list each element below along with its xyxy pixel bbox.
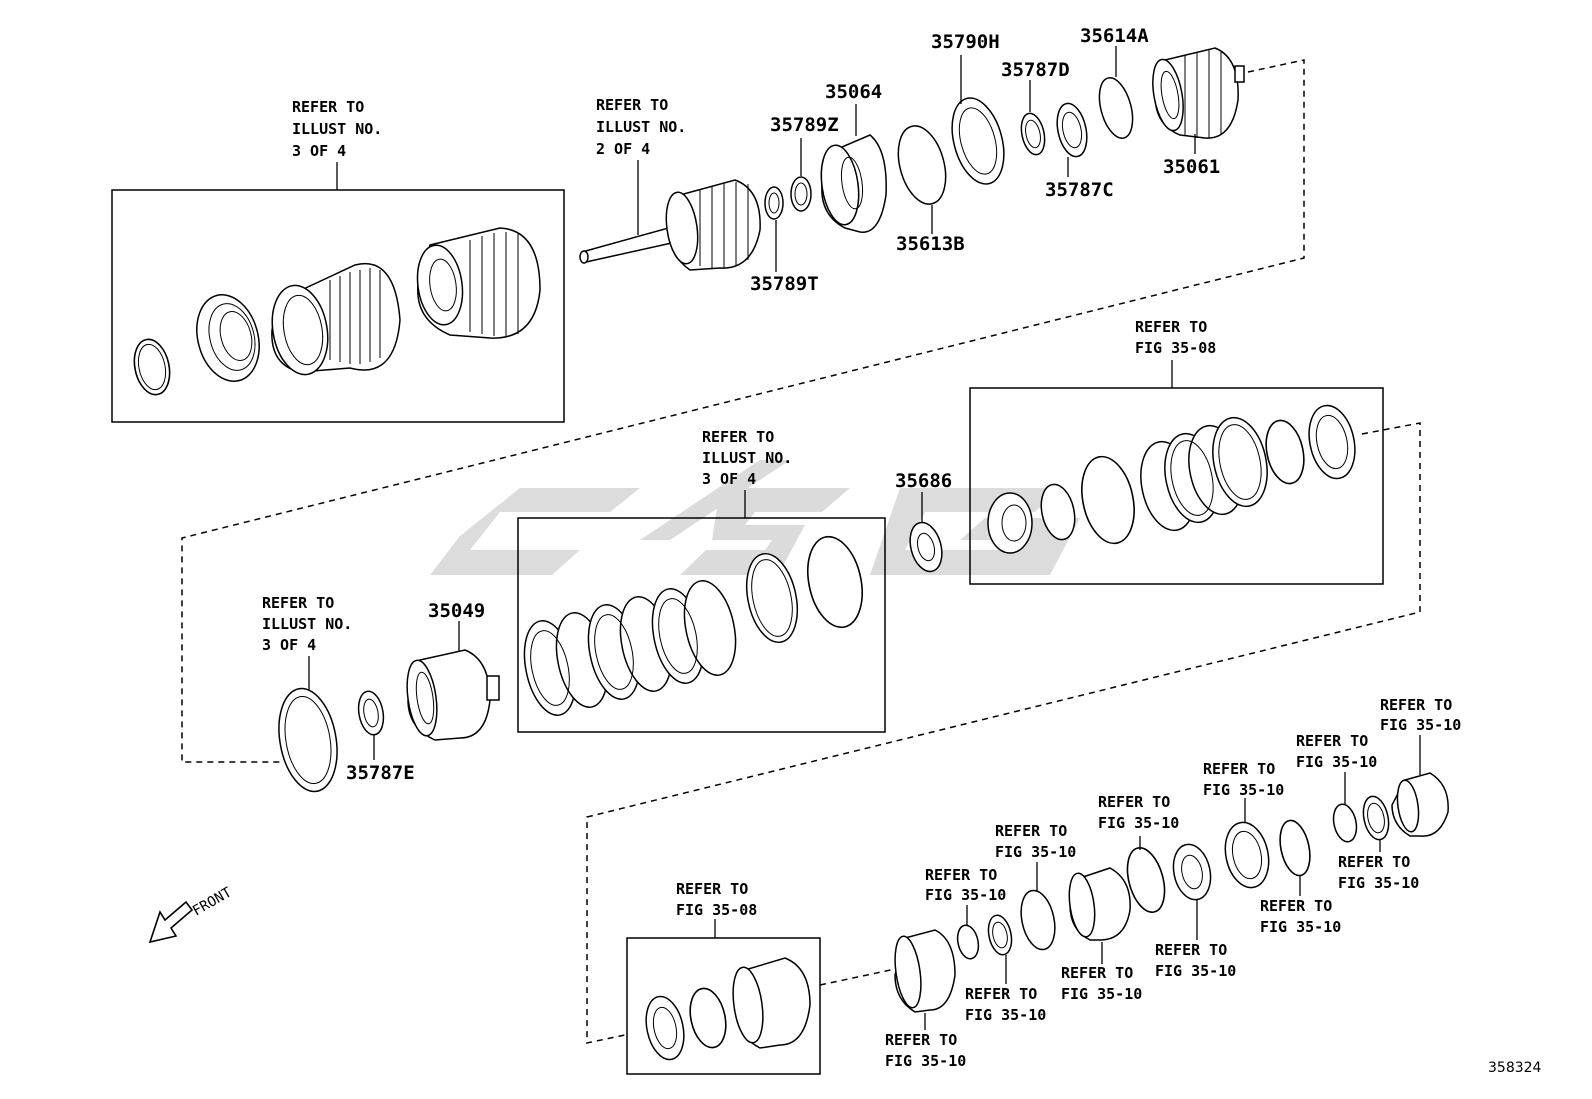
ref-label-line1: REFER TO	[1061, 964, 1133, 982]
washer-35789t	[764, 186, 784, 220]
rear-drum-part	[416, 227, 541, 339]
part-number-35686: 35686	[895, 470, 952, 492]
ref-label-line1: REFER TO	[885, 1031, 957, 1049]
ref-label-line3: 3 OF 4	[262, 636, 316, 654]
ref-label-line2: FIG 35-10	[1155, 962, 1236, 980]
ref-label-line1: REFER TO	[702, 428, 774, 446]
ref-label-line2: ILLUST NO.	[292, 120, 382, 138]
leader-lines-section-3	[924, 735, 1421, 1030]
plate-35613b	[897, 125, 947, 205]
group-section-3: REFER TO FIG 35-08	[626, 696, 1461, 1075]
part-number-35790h: 35790H	[931, 31, 1000, 53]
bearing-35789z	[790, 176, 812, 212]
gear-35064	[820, 134, 887, 233]
ref-label-line1: REFER TO	[1203, 760, 1275, 778]
ref-label-line2: FIG 35-10	[1098, 814, 1179, 832]
front-label: FRONT	[190, 884, 235, 919]
part-number-35064: 35064	[825, 81, 882, 103]
ref-label-line1: REFER TO	[292, 98, 364, 116]
ref-label-line2: FIG 35-08	[1135, 339, 1216, 357]
bearing-35787c	[1056, 102, 1088, 158]
part-number-35614a: 35614A	[1080, 25, 1149, 47]
part-number-35787d: 35787D	[1001, 59, 1070, 81]
ring-gear-35790h	[951, 97, 1005, 185]
ref-label-line2: ILLUST NO.	[262, 615, 352, 633]
group-input-shaft: REFER TO ILLUST NO. 2 OF 4	[579, 96, 761, 271]
washer-35787e	[357, 690, 385, 736]
part-number-35049: 35049	[428, 600, 485, 622]
ref-label-line1: REFER TO	[1155, 941, 1227, 959]
ref-label-line3: 2 OF 4	[596, 140, 650, 158]
input-shaft-part	[579, 179, 761, 271]
bearing-part	[196, 294, 260, 382]
ref-label-line1: REFER TO	[1135, 318, 1207, 336]
ref-label-line2: FIG 35-10	[1338, 874, 1419, 892]
ref-label-line2: FIG 35-10	[1061, 985, 1142, 1003]
ref-label-line1: REFER TO	[1260, 897, 1332, 915]
ref-label-line1: REFER TO	[965, 985, 1037, 1003]
planetary-parts	[987, 404, 1356, 554]
ref-label-line2: FIG 35-10	[995, 843, 1076, 861]
clutch-plates	[523, 535, 863, 716]
ref-label-line2: FIG 35-10	[925, 886, 1006, 904]
assembly-axis-connector-3	[819, 967, 901, 986]
part-number-35787e: 35787E	[346, 762, 415, 784]
ref-label-line2: FIG 35-10	[1203, 781, 1284, 799]
ref-label-line2: FIG 35-10	[1260, 918, 1341, 936]
diagram-id: 358324	[1488, 1060, 1542, 1076]
group-fig-35-08-lower: REFER TO FIG 35-08	[626, 880, 821, 1075]
ref-label-line3: 3 OF 4	[702, 470, 756, 488]
group-top-parts: 35789T 35789Z 35064 35613B 35790H	[750, 25, 1245, 295]
ref-label-line2: FIG 35-10	[885, 1052, 966, 1070]
assembly-axis-connector-1	[181, 59, 1305, 763]
ref-label-line1: REFER TO	[1098, 793, 1170, 811]
part-number-35613b: 35613B	[896, 233, 965, 255]
race-35787d	[1020, 112, 1046, 156]
drum-35049	[406, 649, 500, 741]
part-number-35789z: 35789Z	[770, 114, 839, 136]
planetary-chain-parts	[894, 772, 1449, 1013]
part-number-35061: 35061	[1163, 156, 1220, 178]
ref-label-line2: FIG 35-08	[676, 901, 757, 919]
clutch-drum-part	[271, 263, 401, 376]
assembly-axis-connector-2	[586, 422, 1421, 1044]
front-arrow: FRONT	[148, 884, 235, 944]
ref-label-line1: REFER TO	[1296, 732, 1368, 750]
part-number-35787c: 35787C	[1045, 179, 1114, 201]
group-illust-3of4-top: REFER TO ILLUST NO. 3 OF 4	[111, 98, 565, 423]
ref-label-line1: REFER TO	[925, 866, 997, 884]
ref-label-line2: FIG 35-10	[1296, 753, 1377, 771]
ring-35614a	[1098, 77, 1134, 139]
group-section-2: REFER TO ILLUST NO. 3 OF 4 35787E 35049	[262, 318, 1384, 793]
washer-35686	[909, 521, 943, 573]
ref-label-line2: FIG 35-10	[965, 1006, 1046, 1024]
ref-label-line2: ILLUST NO.	[702, 449, 792, 467]
drum-35061	[1152, 47, 1245, 139]
ref-label-line1: REFER TO	[676, 880, 748, 898]
ref-label-line1: REFER TO	[596, 96, 668, 114]
group-clutch-pack-3of4: REFER TO ILLUST NO. 3 OF 4	[517, 428, 886, 733]
ref-label-line2: FIG 35-10	[1380, 716, 1461, 734]
toothed-plate-part	[278, 687, 338, 793]
ref-label-line1: REFER TO	[1338, 853, 1410, 871]
ref-label-line3: 3 OF 4	[292, 142, 346, 160]
group-fig-35-08-upper: REFER TO FIG 35-08	[969, 318, 1384, 585]
ref-fig-35-10-labels: REFER TO FIG 35-10 REFER TO FIG 35-10 RE…	[885, 696, 1461, 1070]
part-number-35789t: 35789T	[750, 273, 819, 295]
ref-label-line1: REFER TO	[262, 594, 334, 612]
ref-label-line1: REFER TO	[995, 822, 1067, 840]
ref-label-line2: ILLUST NO.	[596, 118, 686, 136]
ref-label-line1: REFER TO	[1380, 696, 1452, 714]
snap-ring-part	[133, 338, 171, 396]
